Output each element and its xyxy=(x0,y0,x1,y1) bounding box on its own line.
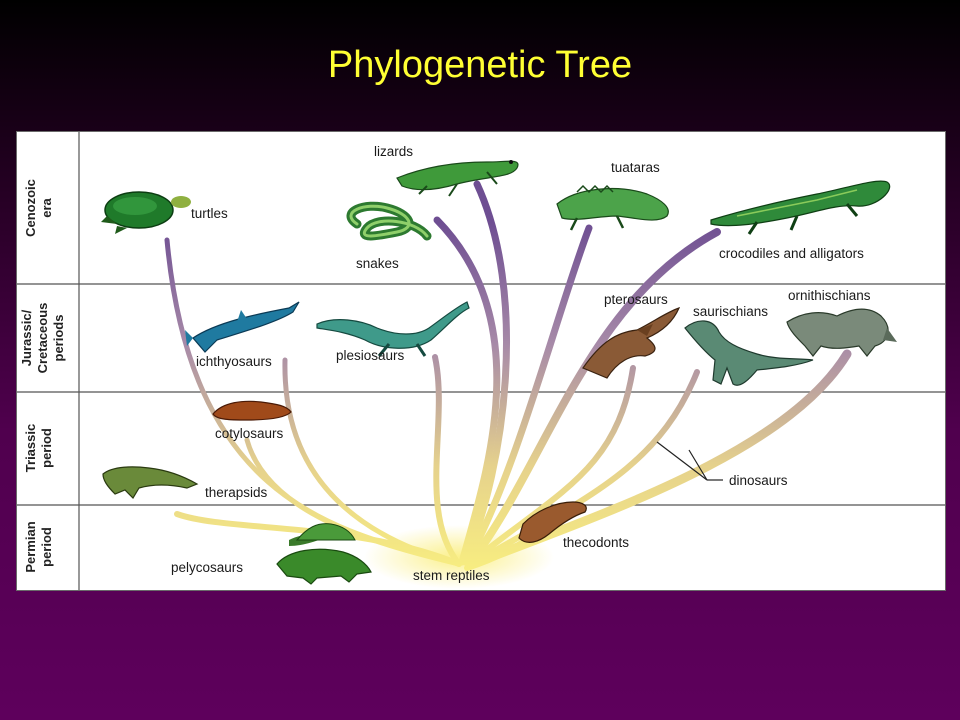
label-turtles: turtles xyxy=(191,206,228,221)
label-tuataras: tuataras xyxy=(611,160,660,175)
pelycosaur-illustration xyxy=(276,523,372,585)
label-plesiosaurs: plesiosaurs xyxy=(336,348,405,363)
phylogenetic-tree-figure: Cenozoic era Jurassic/ Cretaceous period… xyxy=(16,131,946,591)
label-thecodonts: thecodonts xyxy=(563,535,629,550)
svg-text:era: era xyxy=(39,197,54,217)
cotylosaur-illustration xyxy=(212,400,292,421)
svg-text:period: period xyxy=(39,428,54,468)
label-therapsids: therapsids xyxy=(205,485,268,500)
label-ichthyosaurs: ichthyosaurs xyxy=(196,354,272,369)
branch-saurischians xyxy=(469,369,700,567)
label-dinosaurs: dinosaurs xyxy=(729,473,788,488)
branch-snakes xyxy=(433,216,501,566)
label-saurischians: saurischians xyxy=(693,304,768,319)
branch-crocodiles xyxy=(467,228,721,566)
snake-illustration xyxy=(346,201,432,241)
tuatara-illustration xyxy=(556,184,669,231)
svg-text:periods: periods xyxy=(51,315,66,362)
period-label-permian: Permian period xyxy=(23,521,54,572)
label-lizards: lizards xyxy=(374,144,413,159)
label-crocodiles: crocodiles and alligators xyxy=(719,246,864,261)
pterosaur-illustration xyxy=(582,307,681,379)
ornithischian-illustration xyxy=(786,308,897,357)
branch-cotylosaurs xyxy=(244,437,462,567)
dinosaurs-callout xyxy=(656,441,723,481)
label-stem-reptiles: stem reptiles xyxy=(413,568,490,583)
svg-text:Triassic: Triassic xyxy=(23,424,38,472)
branch-pterosaurs xyxy=(466,365,636,567)
svg-text:Cretaceous: Cretaceous xyxy=(35,303,50,374)
plesiosaur-illustration xyxy=(316,301,470,357)
dinosaurs-leader-2 xyxy=(688,449,708,481)
label-ornithischians: ornithischians xyxy=(788,288,871,303)
period-label-jurassic-cretaceous: Jurassic/ Cretaceous periods xyxy=(19,303,66,374)
ichthyosaur-illustration xyxy=(185,301,300,353)
therapsid-illustration xyxy=(102,466,199,499)
branch-lizards xyxy=(461,180,510,566)
taxon-labels: turtles lizards snakes tuataras crocodil… xyxy=(171,144,871,583)
svg-text:Permian: Permian xyxy=(23,521,38,572)
tree-branches xyxy=(164,180,852,571)
tree-diagram: Cenozoic era Jurassic/ Cretaceous period… xyxy=(17,132,945,590)
dinosaurs-leader-1 xyxy=(656,441,708,481)
label-snakes: snakes xyxy=(356,256,399,271)
label-pelycosaurs: pelycosaurs xyxy=(171,560,243,575)
svg-text:Cenozoic: Cenozoic xyxy=(23,179,38,237)
svg-text:Jurassic/: Jurassic/ xyxy=(19,309,34,366)
branch-tuataras xyxy=(463,224,593,566)
saurischian-illustration xyxy=(684,320,814,386)
slide-title: Phylogenetic Tree xyxy=(327,44,633,86)
branch-plesiosaurs xyxy=(432,354,462,567)
crocodile-illustration xyxy=(710,180,891,235)
thecodont-illustration xyxy=(518,501,587,543)
period-label-cenozoic: Cenozoic era xyxy=(23,179,54,237)
period-label-triassic: Triassic period xyxy=(23,424,54,472)
label-cotylosaurs: cotylosaurs xyxy=(215,426,284,441)
label-pterosaurs: pterosaurs xyxy=(604,292,668,307)
svg-text:period: period xyxy=(39,527,54,567)
lizard-illustration xyxy=(396,160,519,197)
branch-pelycosaurs xyxy=(174,511,462,567)
turtle-illustration xyxy=(101,191,191,234)
